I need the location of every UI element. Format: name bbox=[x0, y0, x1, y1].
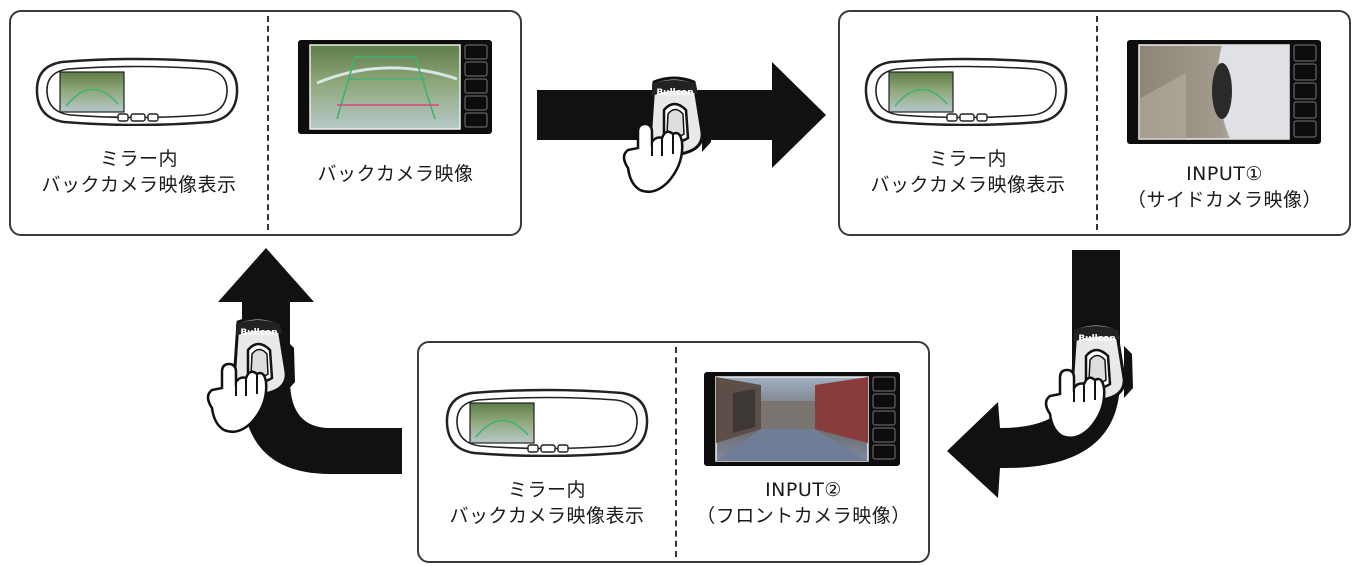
caption-line-2: （サイドカメラ映像） bbox=[1126, 189, 1322, 211]
rearview-mirror bbox=[860, 56, 1072, 126]
rearview-mirror bbox=[441, 387, 653, 457]
mirror-caption: ミラー内 バックカメラ映像表示 bbox=[419, 477, 675, 529]
caption-line-1: バックカメラ映像 bbox=[317, 163, 474, 185]
rearview-mirror bbox=[31, 56, 243, 126]
mirror-screen bbox=[59, 71, 125, 113]
mirror-caption: ミラー内 バックカメラ映像表示 bbox=[840, 146, 1096, 198]
panel-back-camera: ミラー内 バックカメラ映像表示 バックカメラ映像 bbox=[9, 10, 522, 236]
mirror-screen bbox=[888, 71, 954, 113]
mirror-caption: ミラー内 バックカメラ映像表示 bbox=[11, 146, 267, 198]
mirror-half: ミラー内 バックカメラ映像表示 bbox=[11, 12, 267, 234]
remote-with-hand: Bullcon bbox=[206, 316, 297, 434]
monitor-back-camera bbox=[298, 40, 492, 134]
mirror-half: ミラー内 バックカメラ映像表示 bbox=[840, 12, 1096, 234]
remote-with-hand: Bullcon bbox=[622, 76, 713, 194]
monitor-side-camera bbox=[1127, 40, 1321, 144]
monitor-caption: INPUT② （フロントカメラ映像） bbox=[677, 477, 930, 529]
brand-logo-text: Bullcon bbox=[656, 88, 693, 98]
monitor-caption: バックカメラ映像 bbox=[269, 161, 522, 187]
panel-divider bbox=[267, 16, 269, 230]
monitor-half: バックカメラ映像 bbox=[269, 12, 522, 234]
caption-line-1: ミラー内 bbox=[507, 479, 586, 501]
panel-divider bbox=[675, 347, 677, 557]
panel-input-2: ミラー内 バックカメラ映像表示 INPUT② （フロントカメラ映像） bbox=[417, 341, 930, 563]
monitor-screen bbox=[309, 44, 461, 130]
caption-line-1: ミラー内 bbox=[928, 148, 1007, 170]
monitor-front-camera bbox=[704, 372, 900, 466]
arrow-curve-down-left bbox=[947, 250, 1120, 498]
mirror-screen bbox=[469, 402, 535, 444]
arrow-right bbox=[537, 62, 826, 168]
caption-line-1: ミラー内 bbox=[99, 148, 178, 170]
monitor-half: INPUT① （サイドカメラ映像） bbox=[1098, 12, 1351, 234]
brand-logo-text: Bullcon bbox=[1078, 334, 1115, 344]
caption-line-1: INPUT① bbox=[1186, 163, 1263, 185]
panel-divider bbox=[1096, 16, 1098, 230]
caption-line-2: バックカメラ映像表示 bbox=[870, 174, 1066, 196]
monitor-caption: INPUT① （サイドカメラ映像） bbox=[1098, 161, 1351, 213]
caption-line-2: （フロントカメラ映像） bbox=[696, 505, 911, 527]
arrow-curve-left-up bbox=[218, 248, 402, 474]
mirror-half: ミラー内 バックカメラ映像表示 bbox=[419, 343, 675, 561]
caption-line-1: INPUT② bbox=[765, 479, 842, 501]
remote-with-hand: Bullcon bbox=[1044, 322, 1135, 440]
caption-line-2: バックカメラ映像表示 bbox=[41, 174, 237, 196]
caption-line-2: バックカメラ映像表示 bbox=[449, 505, 645, 527]
brand-logo-text: Bullcon bbox=[240, 328, 277, 338]
panel-input-1: ミラー内 バックカメラ映像表示 INPUT① （サイドカメラ映像） bbox=[838, 10, 1351, 236]
monitor-half: INPUT② （フロントカメラ映像） bbox=[677, 343, 930, 561]
